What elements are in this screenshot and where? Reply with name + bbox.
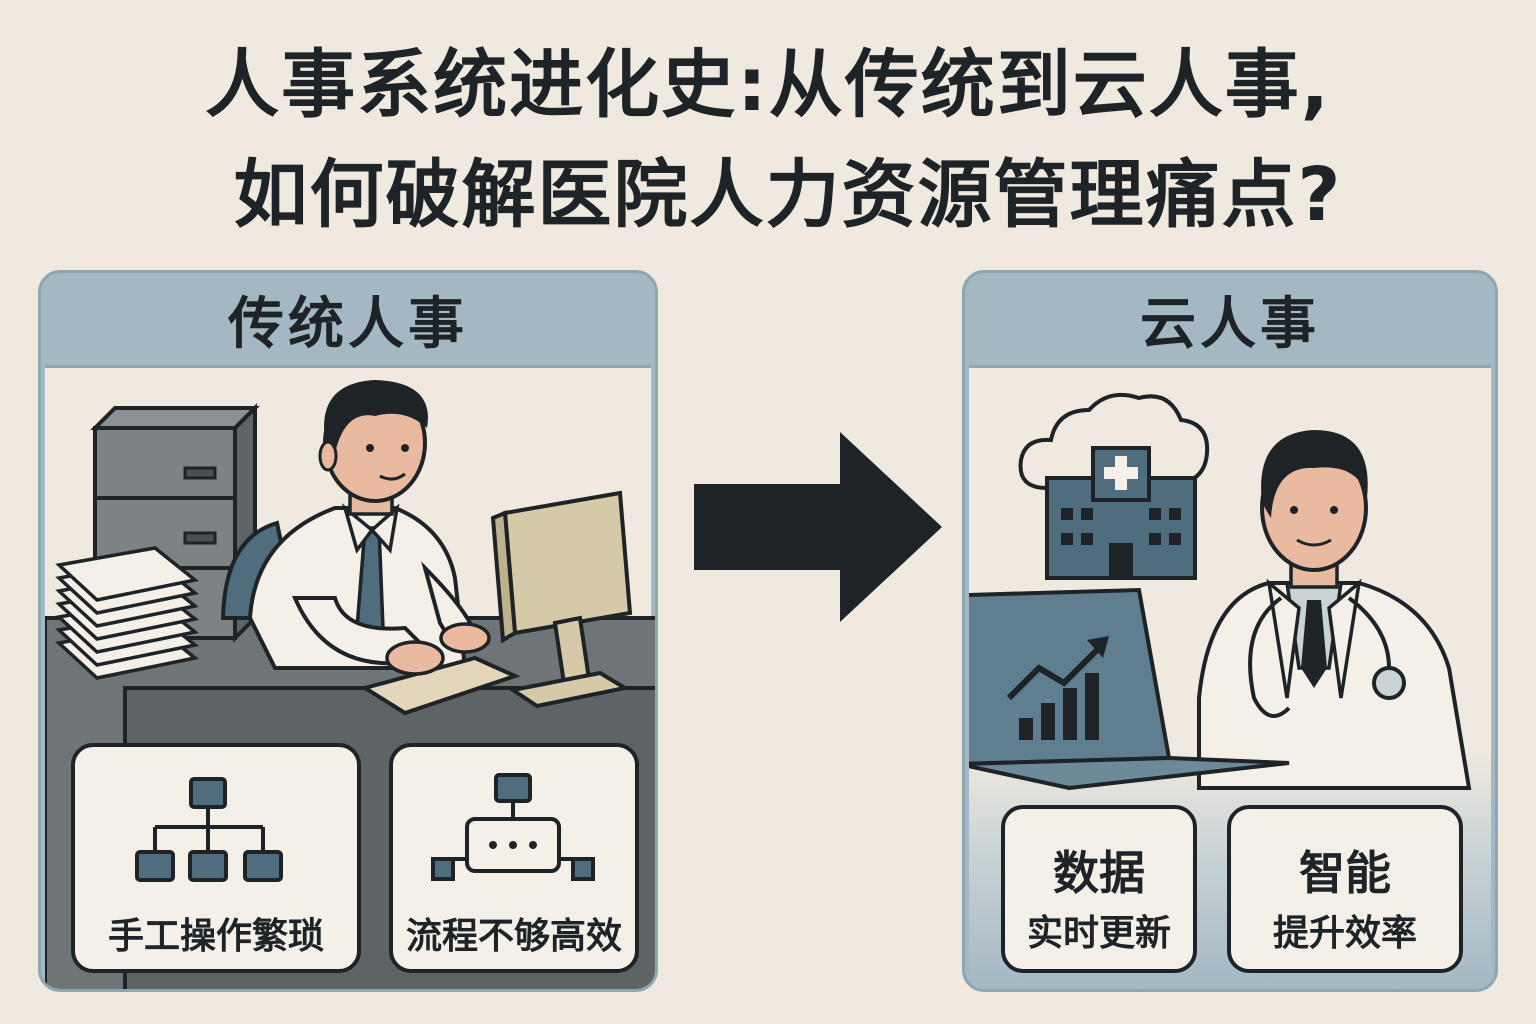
traditional-hr-title: 传统人事 (228, 291, 468, 357)
computer-monitor-icon (490, 490, 633, 709)
org-chart-icon (135, 777, 283, 882)
data-realtime-line1: 数据 (1053, 846, 1145, 900)
cloud-icon (1018, 393, 1210, 490)
growth-chart-icon (1019, 673, 1099, 740)
right-arrow-icon (694, 432, 942, 622)
paper-stack-icon (55, 546, 200, 680)
manual-operation-bubble: 手工操作繁琐 (71, 743, 361, 973)
inefficient-process-text: 流程不够高效 (405, 916, 622, 957)
manual-operation-text: 手工操作繁琐 (107, 916, 324, 957)
hospital-icon (1045, 446, 1197, 580)
inefficient-process-bubble: 流程不够高效 (389, 743, 639, 973)
smart-efficiency-line2: 提升效率 (1272, 913, 1417, 954)
title-line-1: 人事系统进化史:从传统到云人事, (205, 42, 1331, 128)
smart-efficiency-bubble: 智能 提升效率 (1227, 805, 1463, 973)
process-flow-icon (431, 773, 595, 881)
title-line-2: 如何破解医院人力资源管理痛点? (233, 152, 1343, 238)
traditional-hr-panel: 传统人事 (38, 270, 658, 992)
cloud-hr-panel: 云人事 (962, 270, 1498, 992)
data-realtime-line2: 实时更新 (1026, 913, 1171, 954)
smart-efficiency-line1: 智能 (1299, 846, 1391, 900)
cloud-hr-title: 云人事 (1140, 291, 1320, 357)
data-realtime-bubble: 数据 实时更新 (1001, 805, 1197, 973)
doctor-laptop-illustration (969, 393, 1472, 791)
